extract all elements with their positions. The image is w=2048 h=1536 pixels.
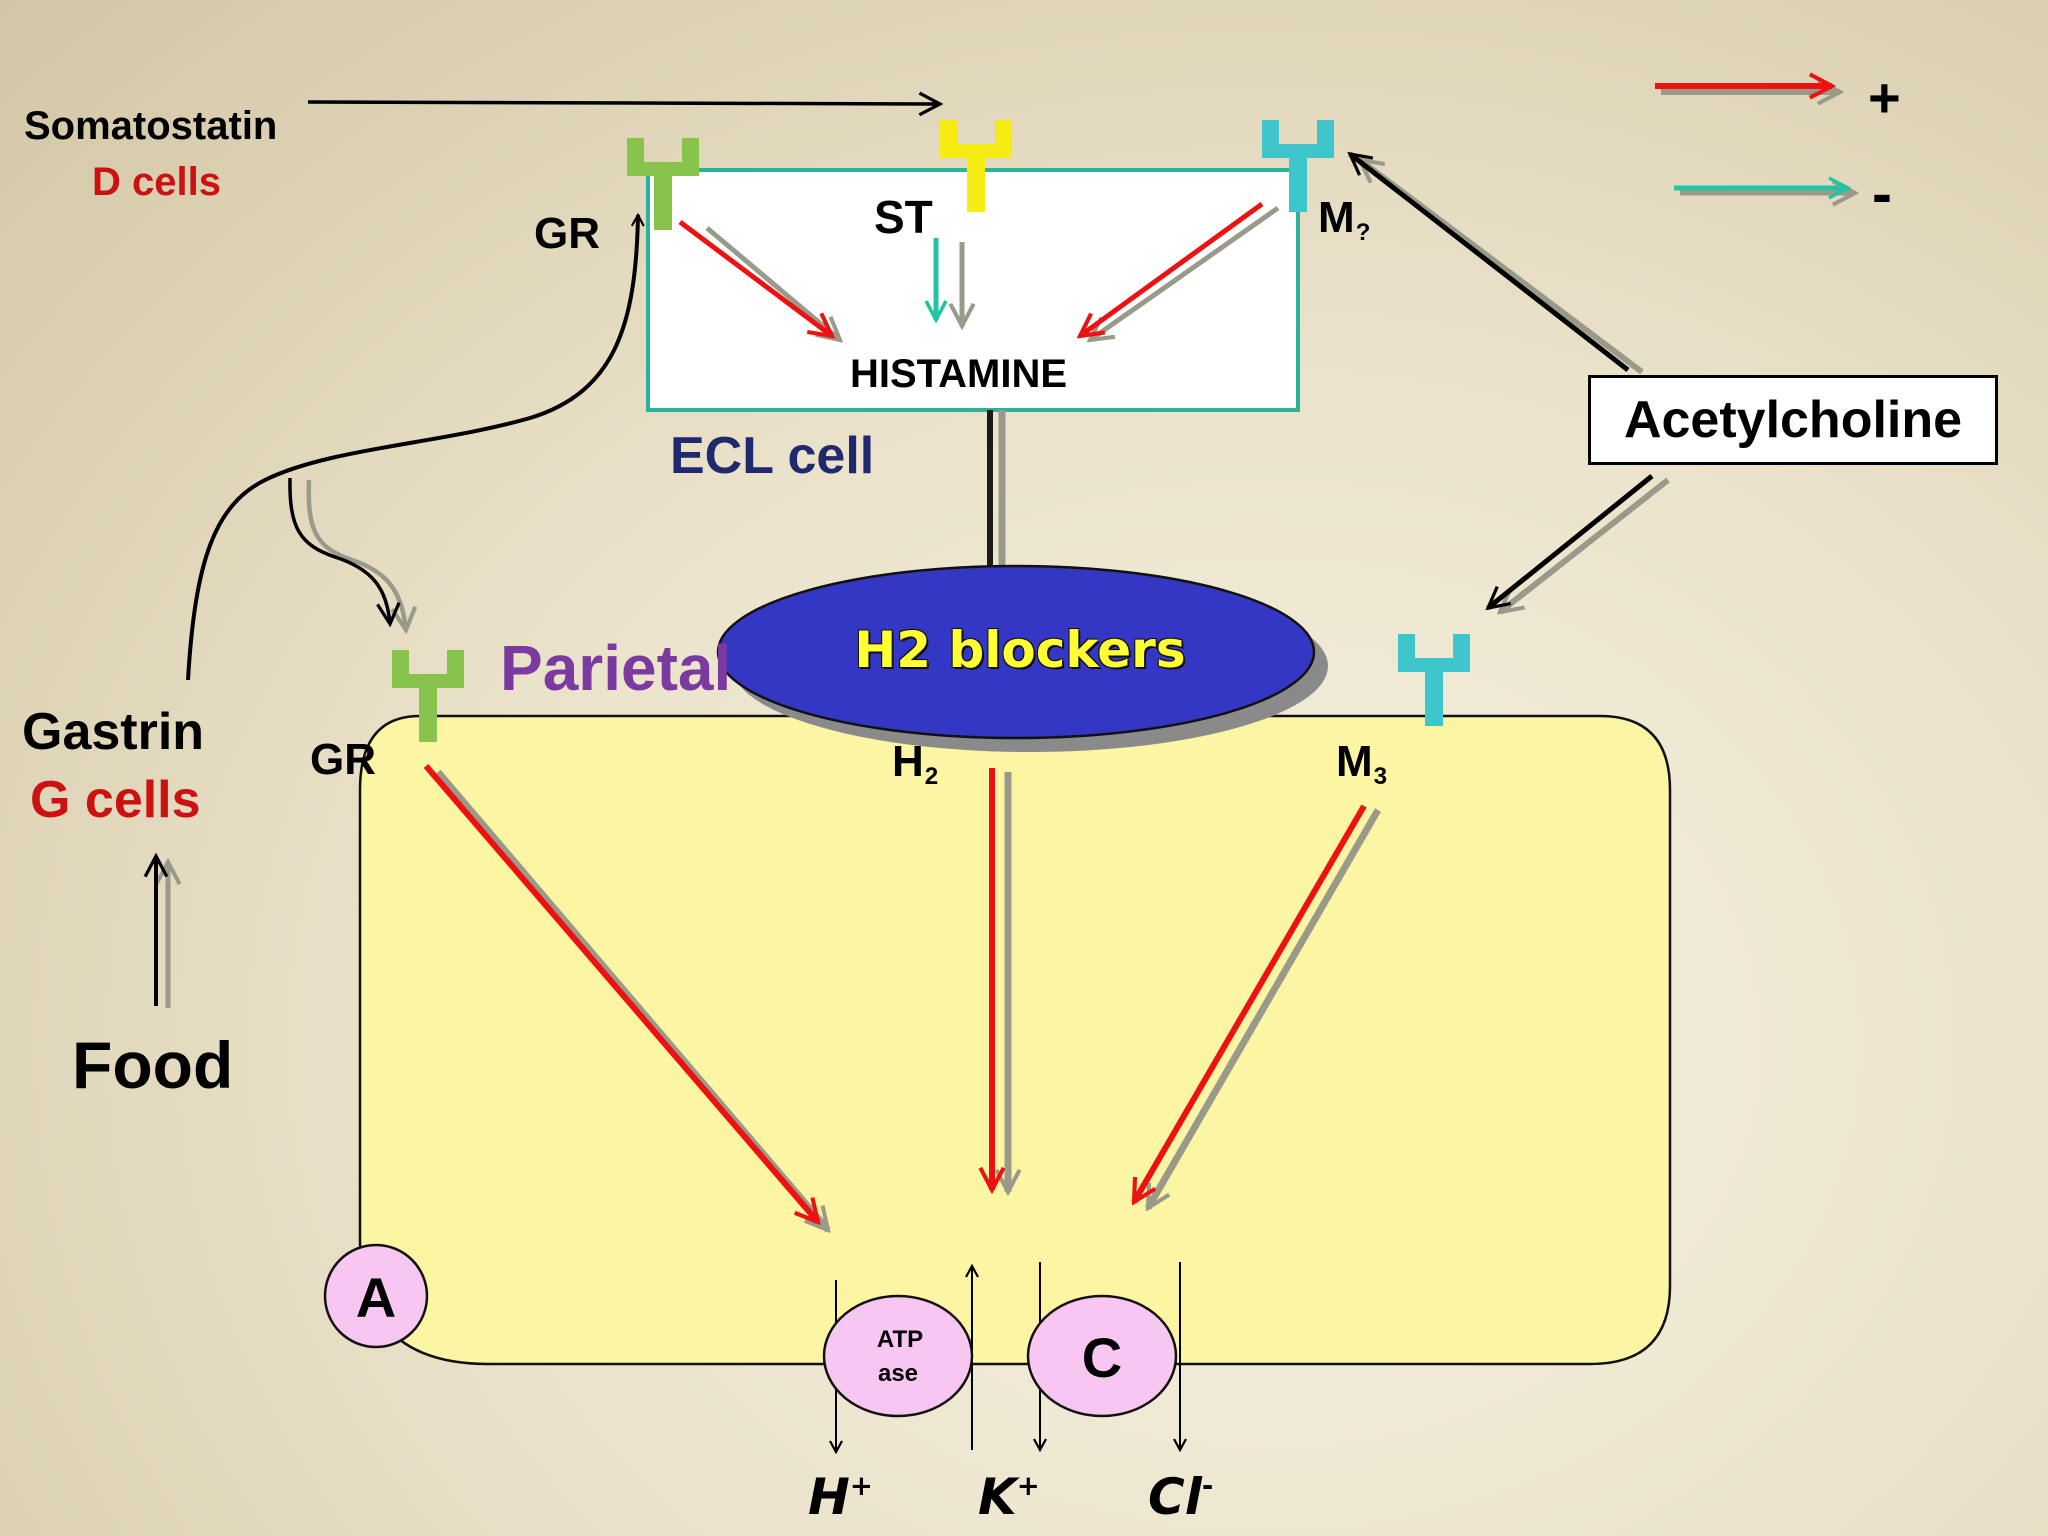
gastrin-receptor-parietal-icon [392, 650, 464, 742]
m3-letter: M [1336, 737, 1373, 786]
h-ion-label: H+ [808, 1472, 873, 1522]
h2-receptor-sub: 2 [924, 763, 939, 791]
cl-ion-letter: Cl [1148, 1468, 1202, 1526]
cl-ion-charge: - [1201, 1469, 1214, 1502]
muscarinic-receptor-ecl-icon [1262, 120, 1334, 212]
legend [1655, 86, 1855, 193]
muscarinic-receptor-m3-icon [1398, 634, 1470, 726]
d-cells-label: D cells [92, 160, 221, 204]
atpase-circle [822, 1294, 974, 1418]
gastrin-to-parietal-curve [288, 477, 390, 624]
h-ion-letter: H [808, 1468, 850, 1526]
m3-pump-arrow [1131, 804, 1367, 1202]
m3-sub: 3 [1373, 763, 1388, 791]
somatostatin-receptor-icon [940, 120, 1012, 212]
atpase-label-line1: ATP [876, 1326, 924, 1353]
food-label: Food [72, 1028, 234, 1102]
h2-blockers-label: H2 blockers [854, 621, 1186, 679]
parietal-label: Parietal [500, 632, 732, 704]
gr-parietal-label: GR [310, 735, 376, 784]
m3-label: M3 [1336, 740, 1387, 790]
m3-pump-arrow-shadow [1144, 808, 1382, 1208]
histamine-label: HISTAMINE [850, 352, 1068, 396]
parietal-cell-body [358, 714, 1672, 1366]
ach-m3-arrow [1488, 474, 1654, 608]
transporter-a-label: A [355, 1266, 397, 1329]
cl-ion-label: Cl- [1148, 1472, 1213, 1522]
legend-plus-label: + [1868, 66, 1901, 129]
k-ion-label: K+ [978, 1472, 1040, 1522]
m-top-sub: ? [1355, 219, 1371, 247]
h2-receptor-label: H2 [892, 740, 938, 790]
g-cells-label: G cells [30, 771, 201, 829]
k-ion-letter: K [978, 1468, 1017, 1526]
gr-ecl-label: GR [534, 209, 600, 258]
m-top-letter: M [1318, 193, 1355, 242]
h2-blockers-ellipse [716, 564, 1316, 740]
gr-pump-arrow [423, 764, 818, 1222]
st-label: ST [874, 191, 933, 243]
m-histamine-arrow [1080, 201, 1264, 336]
somatostatin-label: Somatostatin [24, 104, 278, 148]
gastrin-to-ecl-curve [186, 215, 638, 681]
transporter-c-label: C [1081, 1326, 1123, 1389]
ach-m-top-arrow [1350, 154, 1630, 372]
transporter-c-circle [1026, 1294, 1178, 1418]
legend-minus-label: - [1872, 160, 1892, 227]
m-top-label: M? [1318, 196, 1370, 246]
gastrin-label: Gastrin [22, 703, 205, 761]
gastrin-receptor-ecl-icon [627, 138, 699, 230]
transporter-a-circle [323, 1243, 429, 1349]
ecl-cell-label: ECL cell [670, 427, 875, 485]
gr-histamine-arrow [678, 220, 832, 336]
somatostatin-arrow [307, 102, 940, 104]
h-ion-charge: + [849, 1469, 873, 1502]
acetylcholine-box: Acetylcholine [1588, 375, 1998, 465]
k-ion-charge: + [1016, 1469, 1040, 1502]
h2-receptor-letter: H [892, 737, 924, 786]
atpase-label-line2: ase [877, 1360, 919, 1387]
gastrin-to-parietal-curve-shadow [306, 479, 406, 630]
m-histamine-arrow-shadow [1090, 205, 1280, 340]
ach-m3-arrow-shadow [1500, 477, 1670, 612]
